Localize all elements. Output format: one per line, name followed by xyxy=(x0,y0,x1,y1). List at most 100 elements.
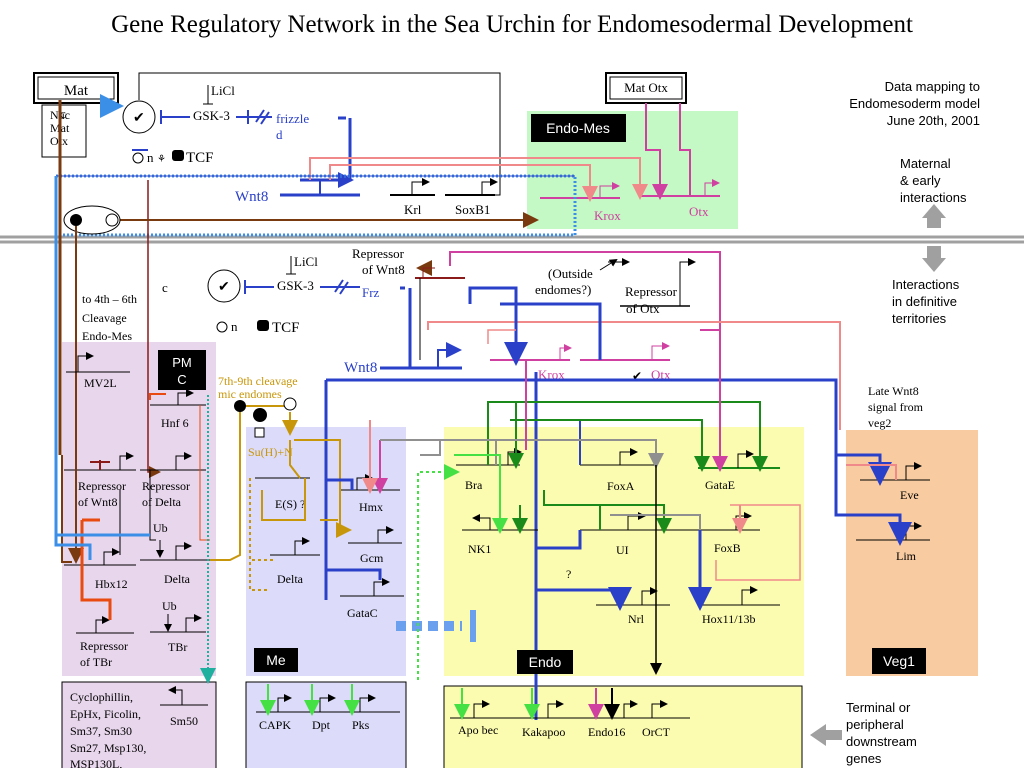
checkmark-small-icon: ✔ xyxy=(632,369,642,383)
definitive-note-1: Interactions xyxy=(892,277,960,292)
endo16-label: Endo16 xyxy=(588,725,625,739)
pks-label: Pks xyxy=(352,718,370,732)
repressor-otx-label-2: of Otx xyxy=(626,301,660,316)
maternal-note-2: & early xyxy=(900,173,941,188)
tcf-label-mid: TCF xyxy=(272,320,300,336)
region-endo-terminal xyxy=(443,685,803,768)
veg1-label: Veg1 xyxy=(883,653,915,669)
late-wnt8-label: Late Wnt8 xyxy=(868,384,919,398)
cleavage-7-9-label-2: mic endomes xyxy=(218,387,282,401)
ub-label: Ub xyxy=(153,521,168,535)
terminal-note-3: downstream xyxy=(846,734,917,749)
header-note-line1: Data mapping to xyxy=(885,79,980,94)
hmx-label: Hmx xyxy=(359,500,383,514)
repressor-delta-label: Repressor xyxy=(142,479,190,493)
repressor-wnt8-label-mid: Repressor xyxy=(352,246,405,261)
gray-down-arrow-icon xyxy=(922,246,946,272)
repressor-wnt8-gene-label: Repressor xyxy=(78,479,126,493)
nuc-mat-otx-box xyxy=(41,104,87,158)
es-label: E(S) ? xyxy=(275,497,305,511)
frz-label: Frz xyxy=(362,285,380,300)
repressor-wnt8-label-mid-2: of Wnt8 xyxy=(362,262,405,277)
mat-cluster-ellipse xyxy=(63,205,121,235)
pmc-terminal-line5: MSP130L, xyxy=(70,757,122,768)
nrl-label: Nrl xyxy=(628,612,645,626)
sm50-label: Sm50 xyxy=(170,714,198,728)
pmc-label: PM xyxy=(172,355,192,370)
licl-label-top: LiCl xyxy=(211,83,235,98)
foxb-label: FoxB xyxy=(714,541,741,555)
definitive-note-2: in definitive xyxy=(892,294,957,309)
page-title: Gene Regulatory Network in the Sea Urchi… xyxy=(111,11,913,38)
lim-label: Lim xyxy=(896,549,917,563)
maternal-note-1: Maternal xyxy=(900,156,951,171)
frizzled-label: frizzle xyxy=(276,111,309,126)
mat-label: Mat xyxy=(64,83,89,99)
region-pmc xyxy=(62,342,216,676)
to-cleavage-label-2: Cleavage xyxy=(82,311,127,325)
foxa-label: FoxA xyxy=(607,479,635,493)
region-me-terminal xyxy=(245,681,407,768)
otx-label-mid: Otx xyxy=(651,367,671,382)
region-pmc-terminal xyxy=(61,681,217,768)
dpt-label: Dpt xyxy=(312,718,331,732)
kakapoo-label: Kakapoo xyxy=(522,725,565,739)
tcf-blob-icon xyxy=(172,150,184,161)
definitive-note-3: territories xyxy=(892,311,947,326)
delta-label: Delta xyxy=(164,572,191,586)
n-label-top: n xyxy=(147,150,154,165)
gsk3-label-top: GSK-3 xyxy=(193,108,230,123)
repressor-otx-label: Repressor xyxy=(625,284,678,299)
repressor-tbr-label-2: of TBr xyxy=(80,655,112,669)
apobec-label: Apo bec xyxy=(458,723,498,737)
pmc-terminal-line2: EpHx, Ficolin, xyxy=(70,707,141,721)
veg1-box xyxy=(872,648,926,674)
me-label: Me xyxy=(266,652,286,668)
to-cleavage-label: to 4th – 6th xyxy=(82,292,137,306)
endo-box xyxy=(517,650,573,674)
checkmark-icon: ✔ xyxy=(133,111,145,126)
otx-label-top: Otx xyxy=(689,204,709,219)
terminal-note-1: Terminal or xyxy=(846,700,911,715)
hbx12-label: Hbx12 xyxy=(95,577,128,591)
me-box xyxy=(254,648,298,672)
ui-label: UI xyxy=(616,543,629,557)
checkmark-icon-mid: ✔ xyxy=(218,280,230,295)
nk1-label: NK1 xyxy=(468,542,491,556)
repressor-delta-label-2: of Delta xyxy=(142,495,182,509)
tbr-label: TBr xyxy=(168,640,187,654)
outside-endomes-label-2: endomes?) xyxy=(535,282,591,297)
tcf-label-top: TCF xyxy=(186,150,214,166)
pmc-label-2: C xyxy=(177,372,186,387)
question-label: ? xyxy=(566,567,571,581)
gray-left-arrow-icon xyxy=(810,724,842,746)
outside-endomes-label: (Outside xyxy=(548,266,593,281)
gatae-label: GataE xyxy=(705,478,735,492)
gcm-label: Gcm xyxy=(360,551,384,565)
repressor-tbr-label: Repressor xyxy=(80,639,128,653)
pmc-terminal-line4: Sm27, Msp130, xyxy=(70,741,146,755)
header-note-line2: Endomesoderm model xyxy=(849,96,980,111)
tcf-blob-icon-mid xyxy=(257,320,269,331)
eve-label: Eve xyxy=(900,488,919,502)
wnt8-label-top: Wnt8 xyxy=(235,189,268,205)
krl-label: Krl xyxy=(404,202,422,217)
c-label-top: c xyxy=(60,106,66,121)
bike-icon: ⚘ xyxy=(157,154,166,165)
bra-label: Bra xyxy=(465,478,483,492)
ub-label-2: Ub xyxy=(162,599,177,613)
maternal-note-3: interactions xyxy=(900,190,967,205)
licl-label-mid: LiCl xyxy=(294,254,318,269)
endo-label: Endo xyxy=(529,654,562,670)
delta-label-2: Delta xyxy=(277,572,304,586)
late-wnt8-label-2: signal from xyxy=(868,400,924,414)
frizzled-label-2: d xyxy=(276,127,283,142)
gatac-label: GataC xyxy=(347,606,378,620)
endo-mes-box xyxy=(531,114,626,142)
to-cleavage-label-3: Endo-Mes xyxy=(82,329,132,343)
repressor-wnt8-gene-label-2: of Wnt8 xyxy=(78,495,117,509)
mid-signal-circle xyxy=(207,269,241,303)
pmc-box xyxy=(158,350,206,390)
wnt8-label-mid: Wnt8 xyxy=(344,360,377,376)
